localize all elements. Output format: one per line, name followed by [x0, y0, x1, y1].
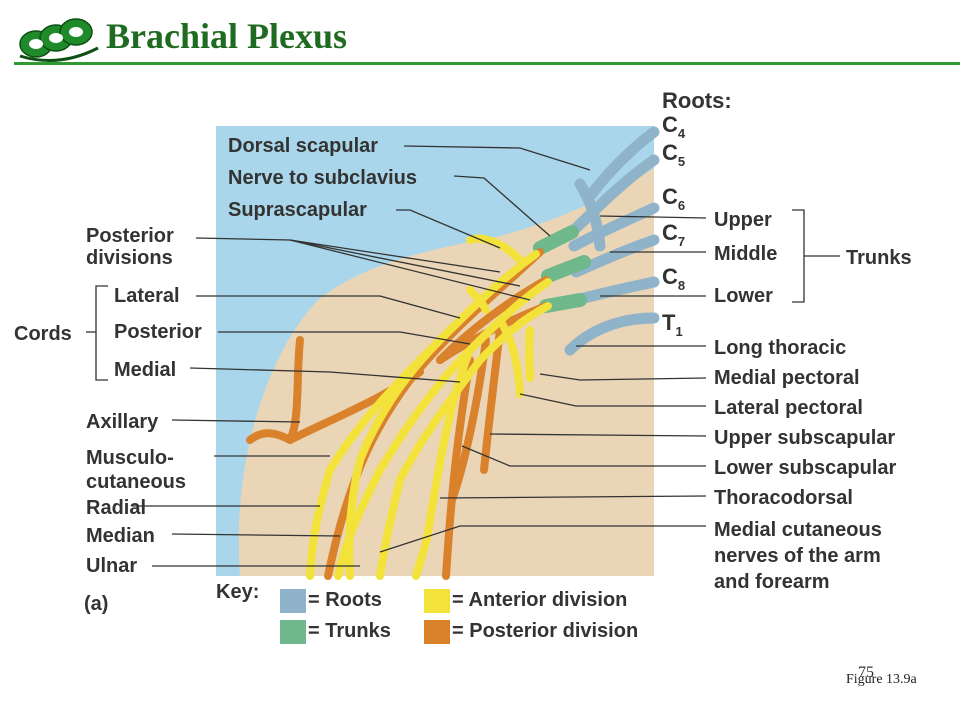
page-title: Brachial Plexus — [106, 16, 347, 56]
root-t1: T1 — [662, 310, 683, 339]
label-medial-cutaneous-line3: and forearm — [714, 571, 830, 593]
root-c6: C6 — [662, 184, 685, 213]
anterior-division-nerves — [306, 234, 552, 580]
key-swatch-trunks — [280, 620, 306, 644]
label-lateral-cord: Lateral — [114, 285, 180, 307]
page-number: 75 — [858, 664, 874, 681]
label-lower-trunk: Lower — [714, 285, 773, 307]
publisher-logo-icon — [19, 18, 99, 62]
label-axillary: Axillary — [86, 411, 159, 433]
label-upper-subscapular: Upper subscapular — [714, 427, 895, 449]
label-cords: Cords — [14, 323, 72, 345]
label-musculocutaneous-line1: Musculo- — [86, 447, 174, 469]
color-key: Key: = Roots = Trunks = Anterior divisio… — [216, 581, 638, 644]
label-median: Median — [86, 525, 155, 547]
label-ulnar: Ulnar — [86, 555, 137, 577]
label-musculocutaneous-line2: cutaneous — [86, 471, 186, 493]
key-label-trunks: = Trunks — [308, 620, 391, 642]
key-swatch-roots — [280, 589, 306, 613]
label-posterior-divisions-line1: Posterior — [86, 225, 174, 247]
figure-caption: Figure 13.9a — [846, 672, 917, 687]
root-c7: C7 — [662, 220, 685, 249]
label-thoracodorsal: Thoracodorsal — [714, 487, 853, 509]
label-trunks: Trunks — [846, 247, 912, 269]
label-lower-subscapular: Lower subscapular — [714, 457, 896, 479]
root-c4: C4 — [662, 112, 686, 141]
root-labels: C4 C5 C6 C7 C8 T1 — [662, 112, 686, 339]
label-medial-cord: Medial — [114, 359, 176, 381]
key-label-anterior: = Anterior division — [452, 589, 627, 611]
label-dorsal-scapular: Dorsal scapular — [228, 135, 378, 157]
key-label-posterior: = Posterior division — [452, 620, 638, 642]
leader-lines — [86, 145, 840, 567]
key-swatch-anterior — [424, 589, 450, 613]
label-suprascapular: Suprascapular — [228, 199, 367, 221]
label-long-thoracic: Long thoracic — [714, 337, 846, 359]
label-middle-trunk: Middle — [714, 243, 777, 265]
label-medial-cutaneous-line2: nerves of the arm — [714, 545, 881, 567]
label-radial: Radial — [86, 497, 146, 519]
key-swatch-posterior — [424, 620, 450, 644]
label-nerve-to-subclavius: Nerve to subclavius — [228, 167, 417, 189]
label-posterior-cord: Posterior — [114, 321, 202, 343]
label-panel-a: (a) — [84, 593, 108, 615]
root-c8: C8 — [662, 264, 685, 293]
key-label-roots: = Roots — [308, 589, 382, 611]
label-upper-trunk: Upper — [714, 209, 772, 231]
label-lateral-pectoral: Lateral pectoral — [714, 397, 863, 419]
label-posterior-divisions-line2: divisions — [86, 247, 173, 269]
label-roots-heading: Roots: — [662, 88, 732, 113]
label-medial-cutaneous-line1: Medial cutaneous — [714, 519, 882, 541]
label-medial-pectoral: Medial pectoral — [714, 367, 860, 389]
title-divider — [14, 62, 960, 65]
key-title: Key: — [216, 581, 259, 603]
root-c5: C5 — [662, 140, 685, 169]
